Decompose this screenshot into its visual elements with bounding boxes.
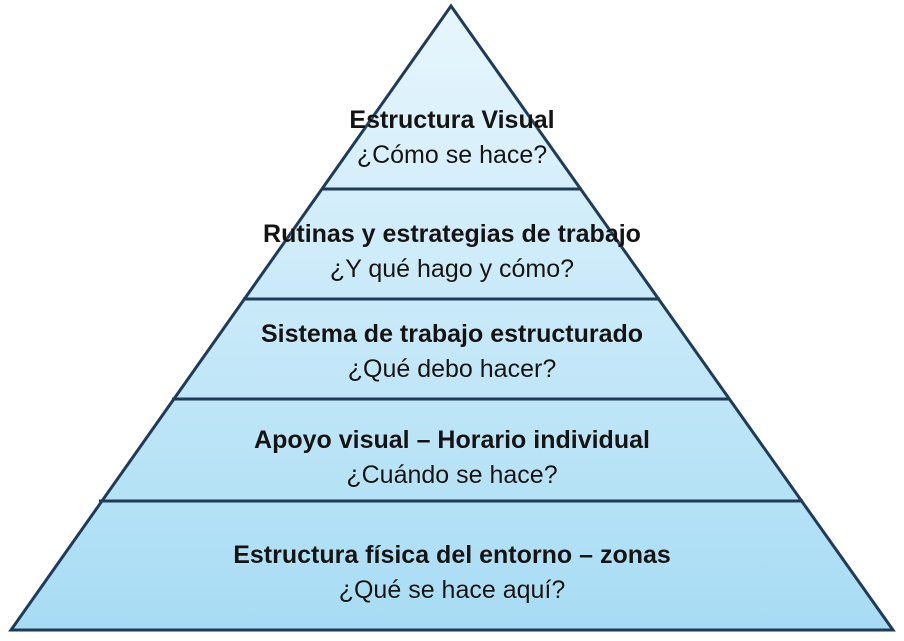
level-5-question: ¿Qué se hace aquí? [338,576,566,604]
level-4-title: Apoyo visual – Horario individual [254,426,650,454]
level-5-title: Estructura física del entorno – zonas [233,541,671,569]
level-4-question: ¿Cuándo se hace? [346,461,558,489]
pyramid-shape [8,3,896,632]
pyramid-level-5: Estructura física del entorno – zonas ¿Q… [0,538,904,608]
level-3-question: ¿Qué debo hacer? [347,355,557,383]
pyramid-level-1: Estructura Visual ¿Cómo se hace? [0,103,904,173]
pyramid-level-2: Rutinas y estrategias de trabajo ¿Y qué … [0,217,904,287]
level-1-question: ¿Cómo se hace? [356,141,548,169]
pyramid-level-4: Apoyo visual – Horario individual ¿Cuánd… [0,423,904,493]
level-1-title: Estructura Visual [349,106,555,134]
pyramid-level-3: Sistema de trabajo estructurado ¿Qué deb… [0,317,904,387]
level-2-question: ¿Y qué hago y cómo? [329,255,575,283]
level-2-title: Rutinas y estrategias de trabajo [263,220,641,248]
level-3-title: Sistema de trabajo estructurado [260,320,644,348]
